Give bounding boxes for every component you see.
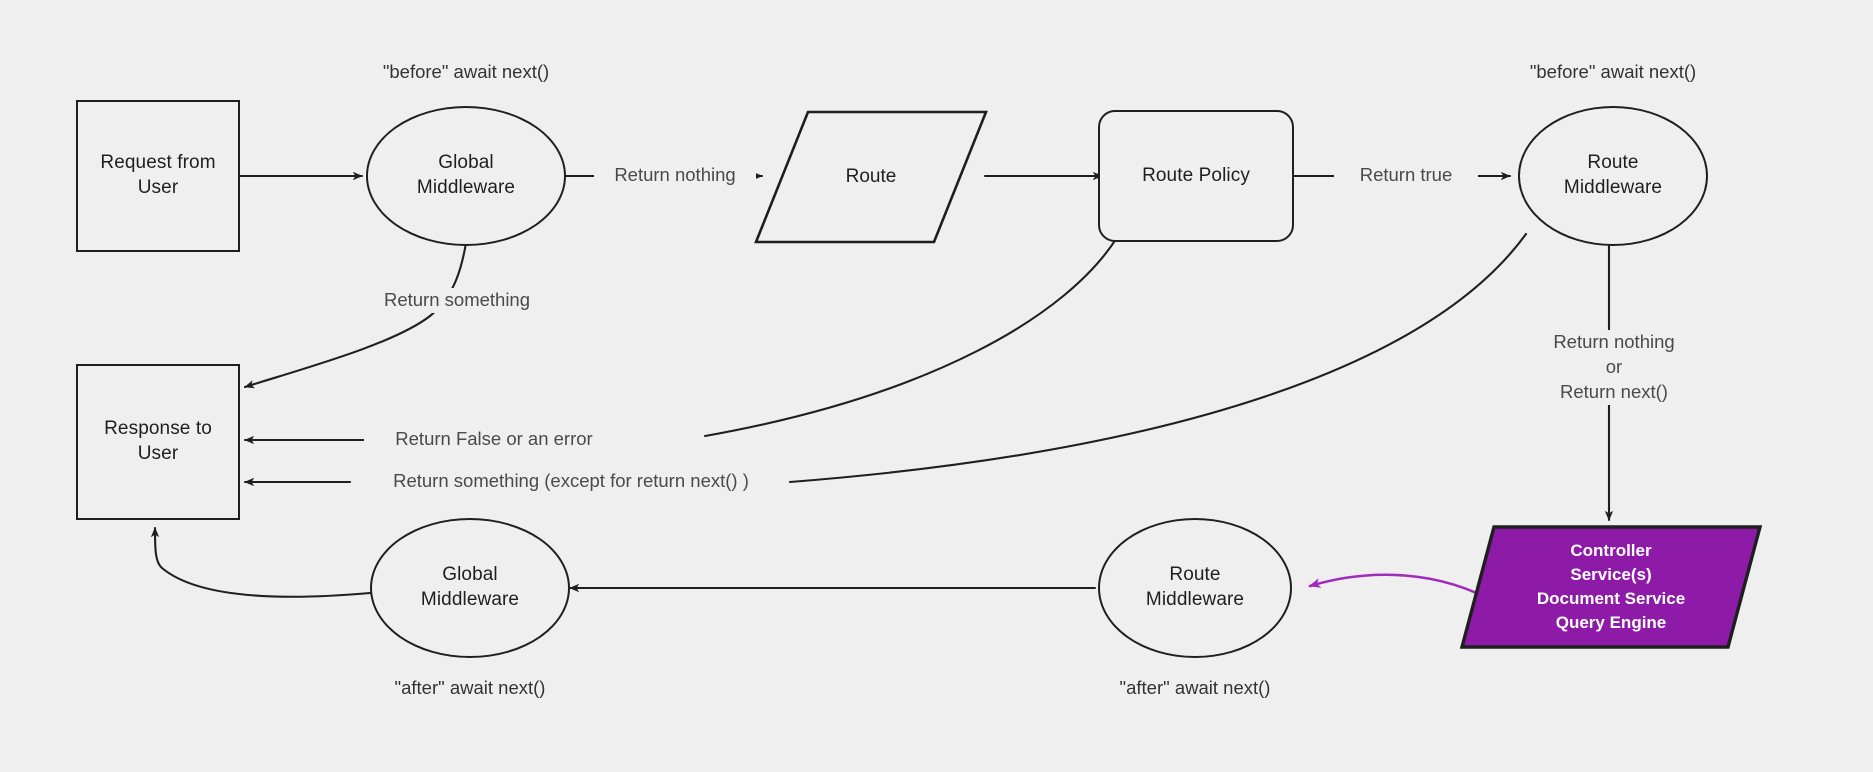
node-response-to-user[interactable]: Response to User <box>76 364 240 520</box>
node-controller[interactable]: Controller Service(s) Document Service Q… <box>1458 523 1764 651</box>
node-route-policy[interactable]: Route Policy <box>1098 110 1294 242</box>
node-request-from-user[interactable]: Request from User <box>76 100 240 252</box>
edge-label-return-true: Return true <box>1334 163 1478 188</box>
caption-after-route-middleware: "after" await next() <box>1119 677 1271 698</box>
edge-label-return-nothing-or-next: Return nothing or Return next() <box>1529 330 1699 405</box>
node-route-middleware-after[interactable]: Route Middleware <box>1098 518 1292 658</box>
node-global-middleware-before[interactable]: Global Middleware <box>366 106 566 246</box>
edge-label-return-false-or-error: Return False or an error <box>364 427 624 452</box>
edge-label-return-nothing: Return nothing <box>594 163 756 188</box>
node-route-middleware-before[interactable]: Route Middleware <box>1518 106 1708 246</box>
edge-label-return-something-except: Return something (except for return next… <box>356 469 786 494</box>
edge-label-return-something: Return something <box>362 288 552 313</box>
caption-before-route-middleware: "before" await next() <box>1529 61 1697 82</box>
edge-policy-return-false-curve <box>703 234 1120 438</box>
edge-gmw-after-to-response <box>150 526 372 598</box>
edge-global-return-something <box>243 241 468 389</box>
node-global-middleware-after[interactable]: Global Middleware <box>370 518 570 658</box>
caption-before-global-middleware: "before" await next() <box>382 61 550 82</box>
node-route[interactable]: Route <box>752 108 990 246</box>
caption-after-global-middleware: "after" await next() <box>394 677 546 698</box>
edge-rmw-return-something-curve <box>788 232 1528 484</box>
